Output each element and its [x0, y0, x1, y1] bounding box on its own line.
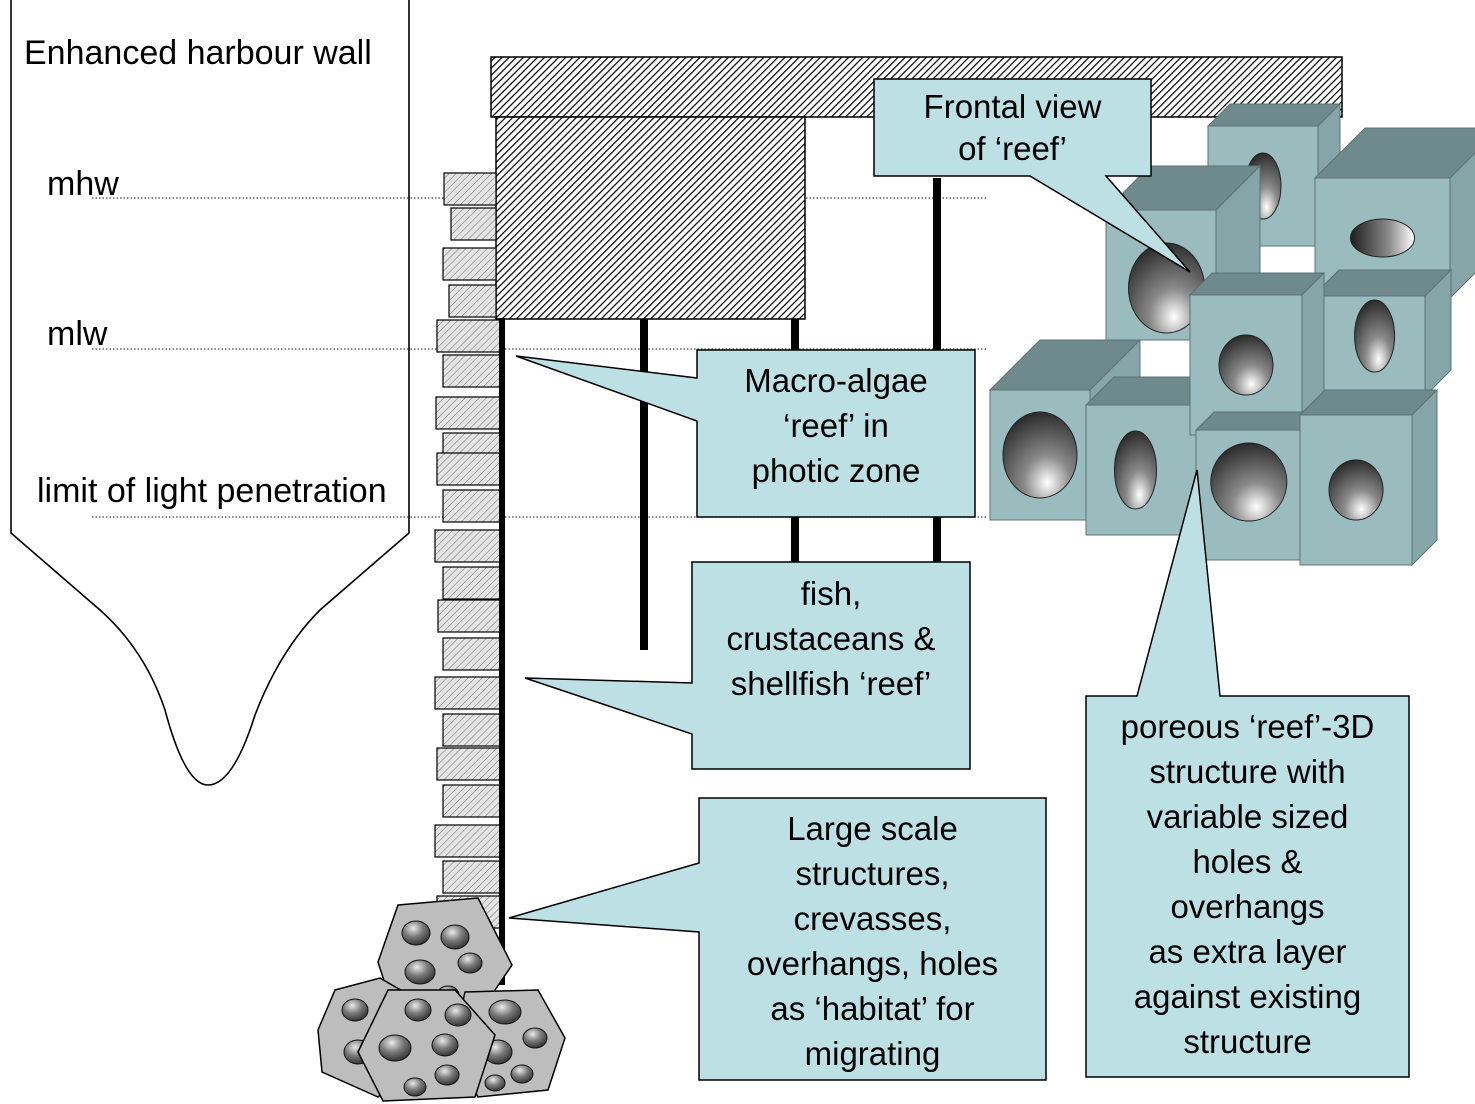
wall-block: [435, 396, 501, 430]
rock-hole: [434, 1064, 460, 1086]
macro-algae-line: ‘reef’ in: [783, 407, 889, 444]
wall-block: [434, 824, 501, 858]
rock-pile: [317, 897, 566, 1102]
macro-algae-callout: [515, 349, 976, 518]
rock-hole: [440, 924, 470, 950]
macro-algae-line: Macro-algae: [744, 362, 928, 399]
cube-side-face: [1411, 388, 1438, 567]
wall-block: [442, 489, 501, 523]
rock-hole: [404, 959, 436, 985]
mhw-label: mhw: [47, 165, 119, 203]
frontal-view-callout: [873, 78, 1191, 273]
cube-hole: [1350, 218, 1415, 258]
rock-hole: [404, 998, 432, 1022]
wall-block: [436, 319, 501, 353]
cube-reef-stack: [988, 102, 1475, 567]
frontal-view-text: Frontal view of ‘reef’: [874, 86, 1151, 170]
wall-cross-section-outline: [10, 0, 410, 786]
large-scale-line: as ‘habitat’ for: [770, 990, 975, 1027]
large-scale-line: structures,: [795, 855, 950, 892]
rock-hole: [378, 1034, 412, 1062]
rock-hole: [403, 1077, 427, 1097]
macro-algae-text: Macro-algae ‘reef’ in photic zone: [697, 358, 975, 493]
cube-top-face: [1206, 103, 1342, 127]
fish-line: shellfish ‘reef’: [730, 665, 932, 702]
wall-block: [443, 172, 497, 206]
rock-hole: [510, 1064, 534, 1084]
rock-hole: [401, 920, 431, 946]
wall-block: [436, 452, 501, 486]
wall-block: [442, 247, 497, 281]
porous-line: overhangs: [1170, 888, 1325, 925]
large-scale-line: overhangs, holes: [746, 945, 999, 982]
wall-block: [442, 860, 501, 894]
porous-line: poreous ‘reef’-3D: [1120, 708, 1375, 745]
fish-callout: [524, 561, 971, 770]
wall-block: [434, 676, 501, 710]
wall-blocks: [434, 172, 501, 929]
wall-block: [448, 284, 497, 318]
rock-hole: [484, 1074, 506, 1092]
wall-block: [442, 354, 501, 388]
rock-hole: [341, 998, 369, 1022]
large-scale-text: Large scale structures, crevasses, overh…: [699, 806, 1046, 1076]
mlw-label: mlw: [47, 315, 108, 353]
reef-cube: [1298, 388, 1439, 567]
wall-block: [434, 529, 501, 563]
cube-hole: [1210, 442, 1288, 522]
wall-block: [442, 637, 501, 671]
upper-wall-block: [495, 116, 806, 320]
large-scale-line: crevasses,: [793, 900, 952, 937]
rock: [357, 989, 496, 1102]
wall-block: [450, 207, 497, 241]
porous-line: variable sized: [1146, 798, 1349, 835]
reef-cube: [1311, 268, 1453, 398]
rock-hole: [444, 1003, 472, 1027]
porous-line: structure with: [1149, 753, 1346, 790]
cube-hole: [1328, 459, 1384, 521]
cube-hole: [1114, 430, 1157, 510]
porous-line: structure: [1183, 1023, 1312, 1060]
rock-hole: [522, 1027, 548, 1049]
wall-block: [442, 713, 501, 747]
porous-line: as extra layer: [1148, 933, 1347, 970]
wall-block: [442, 566, 501, 600]
large-scale-callout: [508, 797, 1047, 1081]
rock-hole: [431, 1033, 459, 1057]
frontal-view-line: Frontal view: [923, 88, 1102, 125]
rock-hole: [488, 999, 522, 1025]
wall-block: [437, 599, 501, 633]
cube-top-face: [1188, 272, 1326, 296]
cube-hole: [1218, 334, 1274, 396]
porous-callout: [1085, 469, 1410, 1078]
wall-block: [436, 747, 501, 781]
light-limit-label: limit of light penetration: [37, 472, 387, 510]
frontal-view-line: of ‘reef’: [958, 130, 1067, 167]
macro-algae-line: photic zone: [751, 452, 921, 489]
large-scale-line: migrating: [804, 1035, 941, 1072]
fish-line: crustaceans &: [726, 620, 936, 657]
wall-block: [442, 784, 501, 818]
porous-text: poreous ‘reef’-3D structure with variabl…: [1086, 704, 1409, 1064]
cube-hole: [1002, 411, 1078, 499]
porous-line: against existing: [1133, 978, 1362, 1015]
diagram-title: Enhanced harbour wall: [24, 34, 372, 72]
large-scale-line: Large scale: [787, 810, 958, 847]
fish-line: fish,: [800, 575, 862, 612]
porous-line: holes &: [1192, 843, 1303, 880]
reef-cube: [988, 338, 1142, 522]
rock-hole: [457, 952, 483, 974]
cube-hole: [1354, 299, 1396, 373]
fish-text: fish, crustaceans & shellfish ‘reef’: [692, 571, 970, 706]
